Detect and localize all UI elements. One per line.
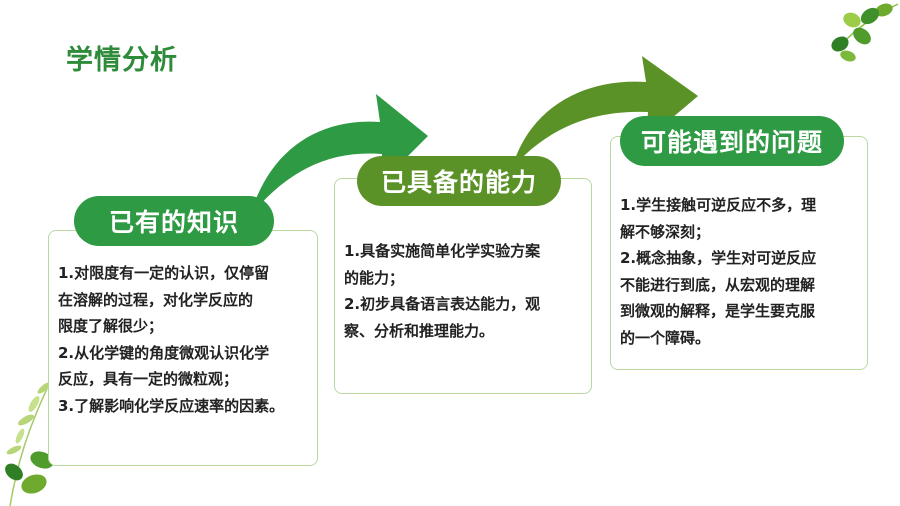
text-line: 反应，具有一定的微粒观； [58,370,239,388]
text-line: 的一个障碍。 [620,328,711,347]
section-card-known [48,230,318,466]
leaf-branch-icon [831,3,899,62]
section-card-problems [610,136,868,370]
section-body-abilities: 1.具备实施简单化学实验方案 的能力； 2.初步具备语言表达能力，观 察、分析和… [344,238,584,344]
text-line: 解不够深刻； [620,222,711,241]
section-body-known: 1.对限度有一定的认识，仅停留 在溶解的过程，对化学反应的 限度了解很少； 2.… [58,260,310,419]
section-body-problems: 1.学生接触可逆反应不多，理 解不够深刻； 2.概念抽象，学生对可逆反应 不能进… [620,192,860,351]
text-line: 2.初步具备语言表达能力，观 [344,295,541,313]
section-heading-known: 已有的知识 [74,196,274,246]
text-line: 1.对限度有一定的认识，仅停留 [58,264,270,282]
text-line: 的能力； [344,268,405,287]
text-line: 不能进行到底，从宏观的理解 [620,275,816,294]
text-line: 到微观的解释，是学生要克服 [620,302,816,320]
text-line: 在溶解的过程，对化学反应的 [58,290,254,309]
curved-arrow-icon [512,56,698,168]
text-line: 3.了解影响化学反应速率的因素。 [58,396,285,415]
text-line: 2.从化学键的角度微观认识化学 [58,343,270,362]
text-line: 1.具备实施简单化学实验方案 [344,242,541,260]
text-line: 限度了解很少； [58,317,164,335]
section-card-abilities [334,178,592,394]
section-heading-abilities: 已具备的能力 [357,156,561,206]
section-heading-problems: 可能遇到的问题 [620,116,844,166]
curved-arrow-icon [250,94,428,216]
page-title: 学情分析 [66,45,178,76]
text-line: 察、分析和推理能力。 [344,321,495,340]
text-line: 1.学生接触可逆反应不多，理 [620,196,817,214]
text-line: 2.概念抽象，学生对可逆反应 [620,249,817,267]
